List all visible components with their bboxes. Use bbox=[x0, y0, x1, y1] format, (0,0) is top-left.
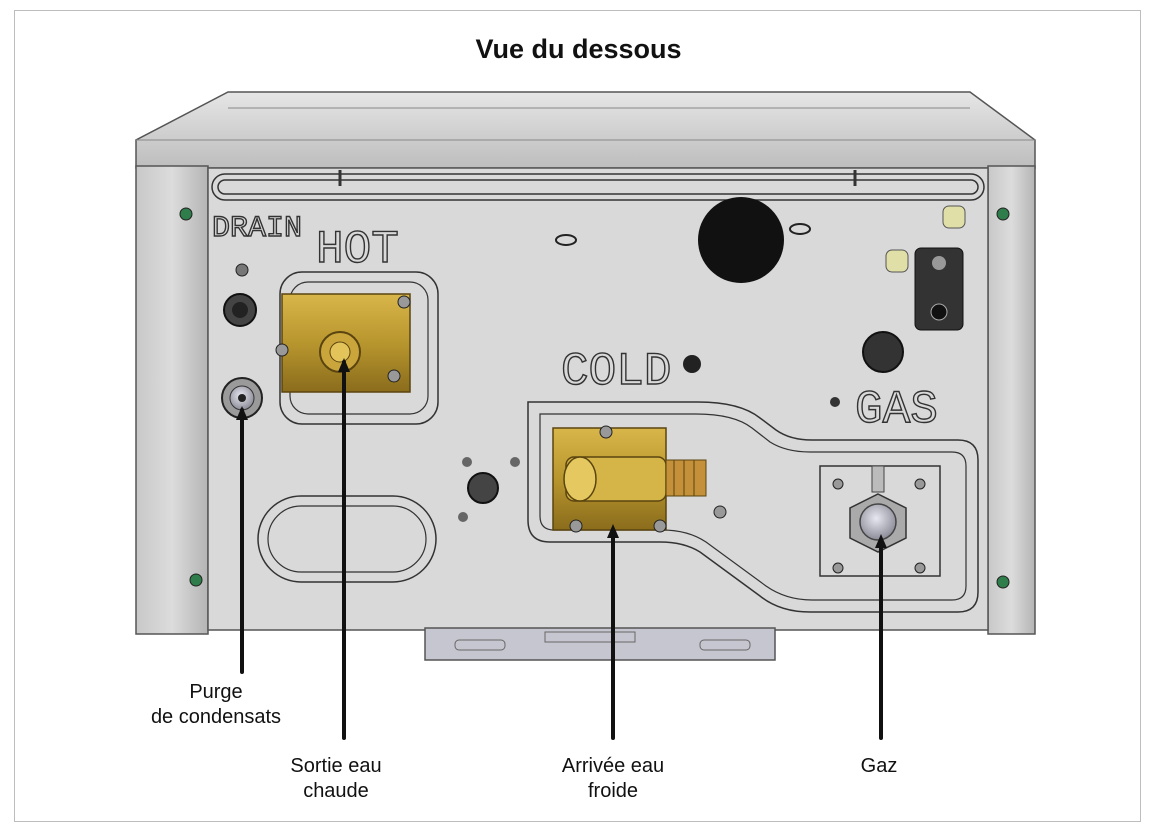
gas-label: GAS bbox=[855, 384, 938, 436]
mounting-bracket bbox=[424, 627, 776, 661]
callout-gas: Gaz bbox=[860, 755, 898, 777]
leader-arrowheads bbox=[236, 358, 887, 548]
figure-title: Vue du dessous bbox=[475, 34, 682, 64]
top-cover bbox=[135, 91, 1036, 169]
callout-cold-in: Arrivée eau froide bbox=[561, 755, 665, 802]
top-rail bbox=[211, 170, 985, 201]
right-side-panel bbox=[987, 165, 1036, 635]
corner-screws bbox=[179, 207, 1010, 589]
oval-recess bbox=[257, 495, 437, 583]
bottom-plate bbox=[207, 167, 989, 631]
callout-purge: Purge de condensats bbox=[150, 681, 282, 728]
hot-label: HOT bbox=[316, 224, 399, 276]
cold-label: COLD bbox=[561, 346, 671, 398]
left-side-panel bbox=[135, 165, 209, 635]
cold-water-inlet bbox=[527, 401, 979, 613]
leader-lines bbox=[240, 360, 883, 740]
hot-water-outlet bbox=[275, 271, 439, 425]
callout-hot-out: Sortie eau chaude bbox=[290, 755, 382, 802]
electrical-box bbox=[885, 205, 966, 331]
drain-label: DRAIN bbox=[212, 212, 302, 246]
vent-hole bbox=[698, 197, 784, 283]
drain-fittings bbox=[221, 263, 263, 419]
